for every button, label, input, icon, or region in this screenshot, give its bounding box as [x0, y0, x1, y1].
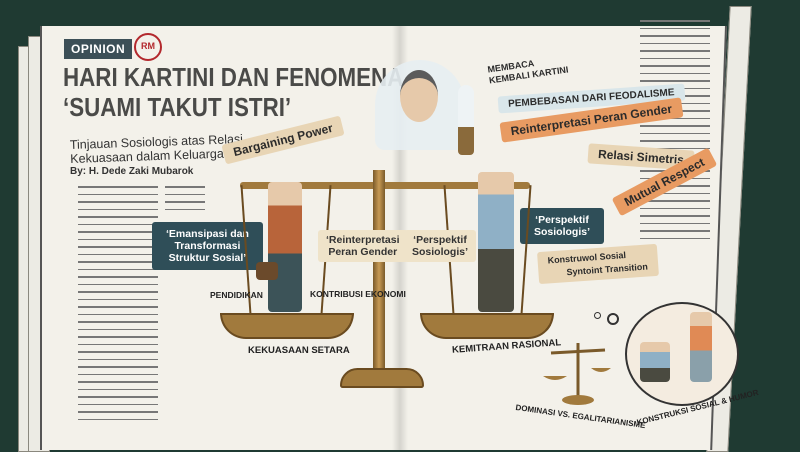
headline: HARI KARTINI DAN FENOMENA ‘SUAMI TAKUT I…	[63, 62, 403, 122]
ribbon-text: ‘Perspektif	[535, 214, 589, 226]
ribbon-text: Transformasi	[174, 240, 241, 252]
text-column-mid	[165, 186, 205, 216]
left-pan-caption: KEKUASAAN SETARA	[248, 345, 350, 356]
woman-figure-icon	[268, 182, 302, 312]
rm-logo-icon: RM	[134, 33, 162, 61]
quote-perspektif: ‘Perspektif Sosiologis’	[404, 230, 477, 262]
headline-line-2: ‘SUAMI TAKUT ISTRI’	[63, 92, 292, 122]
ribbon-text: ‘Emansipasi dan	[166, 228, 249, 240]
thought-dot	[607, 313, 619, 325]
ribbon-text: Struktur Sosial’	[168, 252, 247, 264]
pointing-woman-icon	[690, 312, 712, 382]
small-scale-icon	[543, 343, 611, 405]
text-column-left	[78, 186, 158, 426]
quote-text: Sosiologis’	[412, 246, 469, 258]
ribbon-text: Sosiologis’	[534, 226, 591, 238]
left-scale-pan	[220, 313, 354, 339]
quote-text: ‘Perspektif	[413, 234, 467, 246]
label-pendidikan: PENDIDIKAN	[210, 290, 263, 300]
kneeling-man-icon	[640, 342, 670, 382]
quote-text: ‘Reinterpretasi	[326, 234, 400, 246]
kartini-portrait-icon	[400, 70, 438, 122]
oil-lamp-icon	[458, 85, 474, 155]
scale-beam	[240, 182, 530, 189]
text-column-right	[640, 20, 710, 245]
thought-dot	[594, 312, 601, 319]
headline-line-1: HARI KARTINI DAN FENOMENA	[63, 62, 404, 92]
scale-base	[340, 368, 424, 388]
scale-pole	[373, 170, 385, 370]
briefcase-icon	[256, 262, 278, 280]
man-figure-icon	[478, 172, 514, 312]
quote-text: Peran Gender	[328, 246, 398, 258]
label-kontribusi-ekonomi: KONTRIBUSI EKONOMI	[310, 289, 406, 299]
byline: By: H. Dede Zaki Mubarok	[70, 166, 194, 177]
right-scale-pan	[420, 313, 554, 339]
ribbon-perspektif-sosiologis: ‘Perspektif Sosiologis’	[520, 208, 605, 244]
quote-reinterpretasi: ‘Reinterpretasi Peran Gender	[318, 230, 408, 262]
opinion-badge: OPINION	[64, 39, 133, 59]
